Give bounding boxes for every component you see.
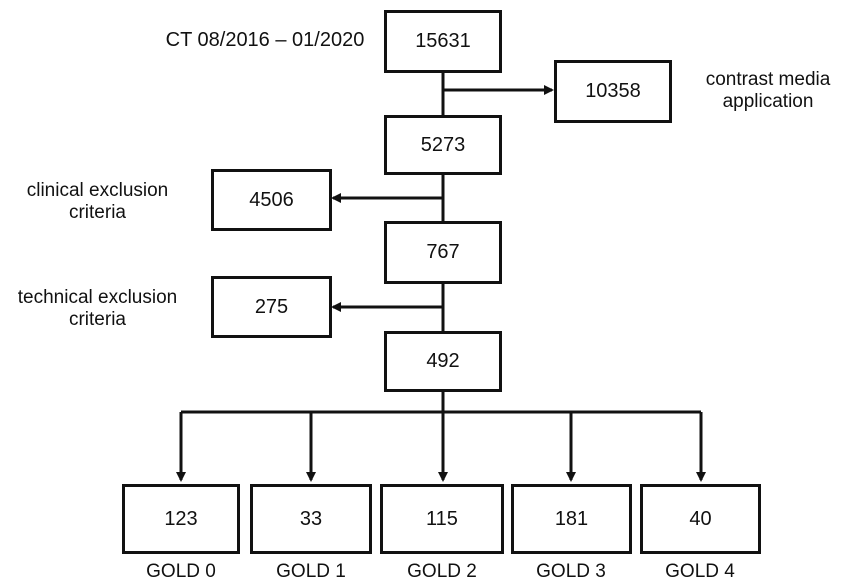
clinical-label-line2: criteria — [68, 202, 126, 223]
gold-3-label: GOLD 3 — [536, 561, 606, 582]
period-label: CT 08/2016 – 01/2020 — [165, 29, 365, 51]
gold-2-label: GOLD 2 — [407, 561, 477, 582]
gold-2-box: 115 — [380, 484, 504, 554]
contrast-exclusion-label: contrast media application — [688, 69, 848, 113]
contrast-label-line2: application — [722, 91, 814, 112]
total-box: 15631 — [384, 10, 502, 73]
gold-3-box: 181 — [511, 484, 632, 554]
technical-label-line1: technical exclusion — [17, 287, 178, 308]
after-clinical-box: 767 — [384, 221, 502, 284]
technical-exclusion-box: 275 — [211, 276, 332, 338]
clinical-exclusion-label: clinical exclusion criteria — [0, 180, 195, 224]
clinical-label-line1: clinical exclusion — [26, 180, 169, 201]
gold-0-box: 123 — [122, 484, 240, 554]
contrast-label-line1: contrast media — [705, 69, 831, 90]
after-contrast-box: 5273 — [384, 115, 502, 175]
technical-label-line2: criteria — [68, 309, 126, 330]
gold-0-label: GOLD 0 — [146, 561, 216, 582]
technical-exclusion-label: technical exclusion criteria — [0, 287, 195, 331]
gold-4-label: GOLD 4 — [665, 561, 735, 582]
contrast-exclusion-box: 10358 — [554, 60, 672, 123]
gold-1-box: 33 — [250, 484, 372, 554]
gold-1-label: GOLD 1 — [276, 561, 346, 582]
gold-4-box: 40 — [640, 484, 761, 554]
final-box: 492 — [384, 331, 502, 392]
clinical-exclusion-box: 4506 — [211, 169, 332, 231]
